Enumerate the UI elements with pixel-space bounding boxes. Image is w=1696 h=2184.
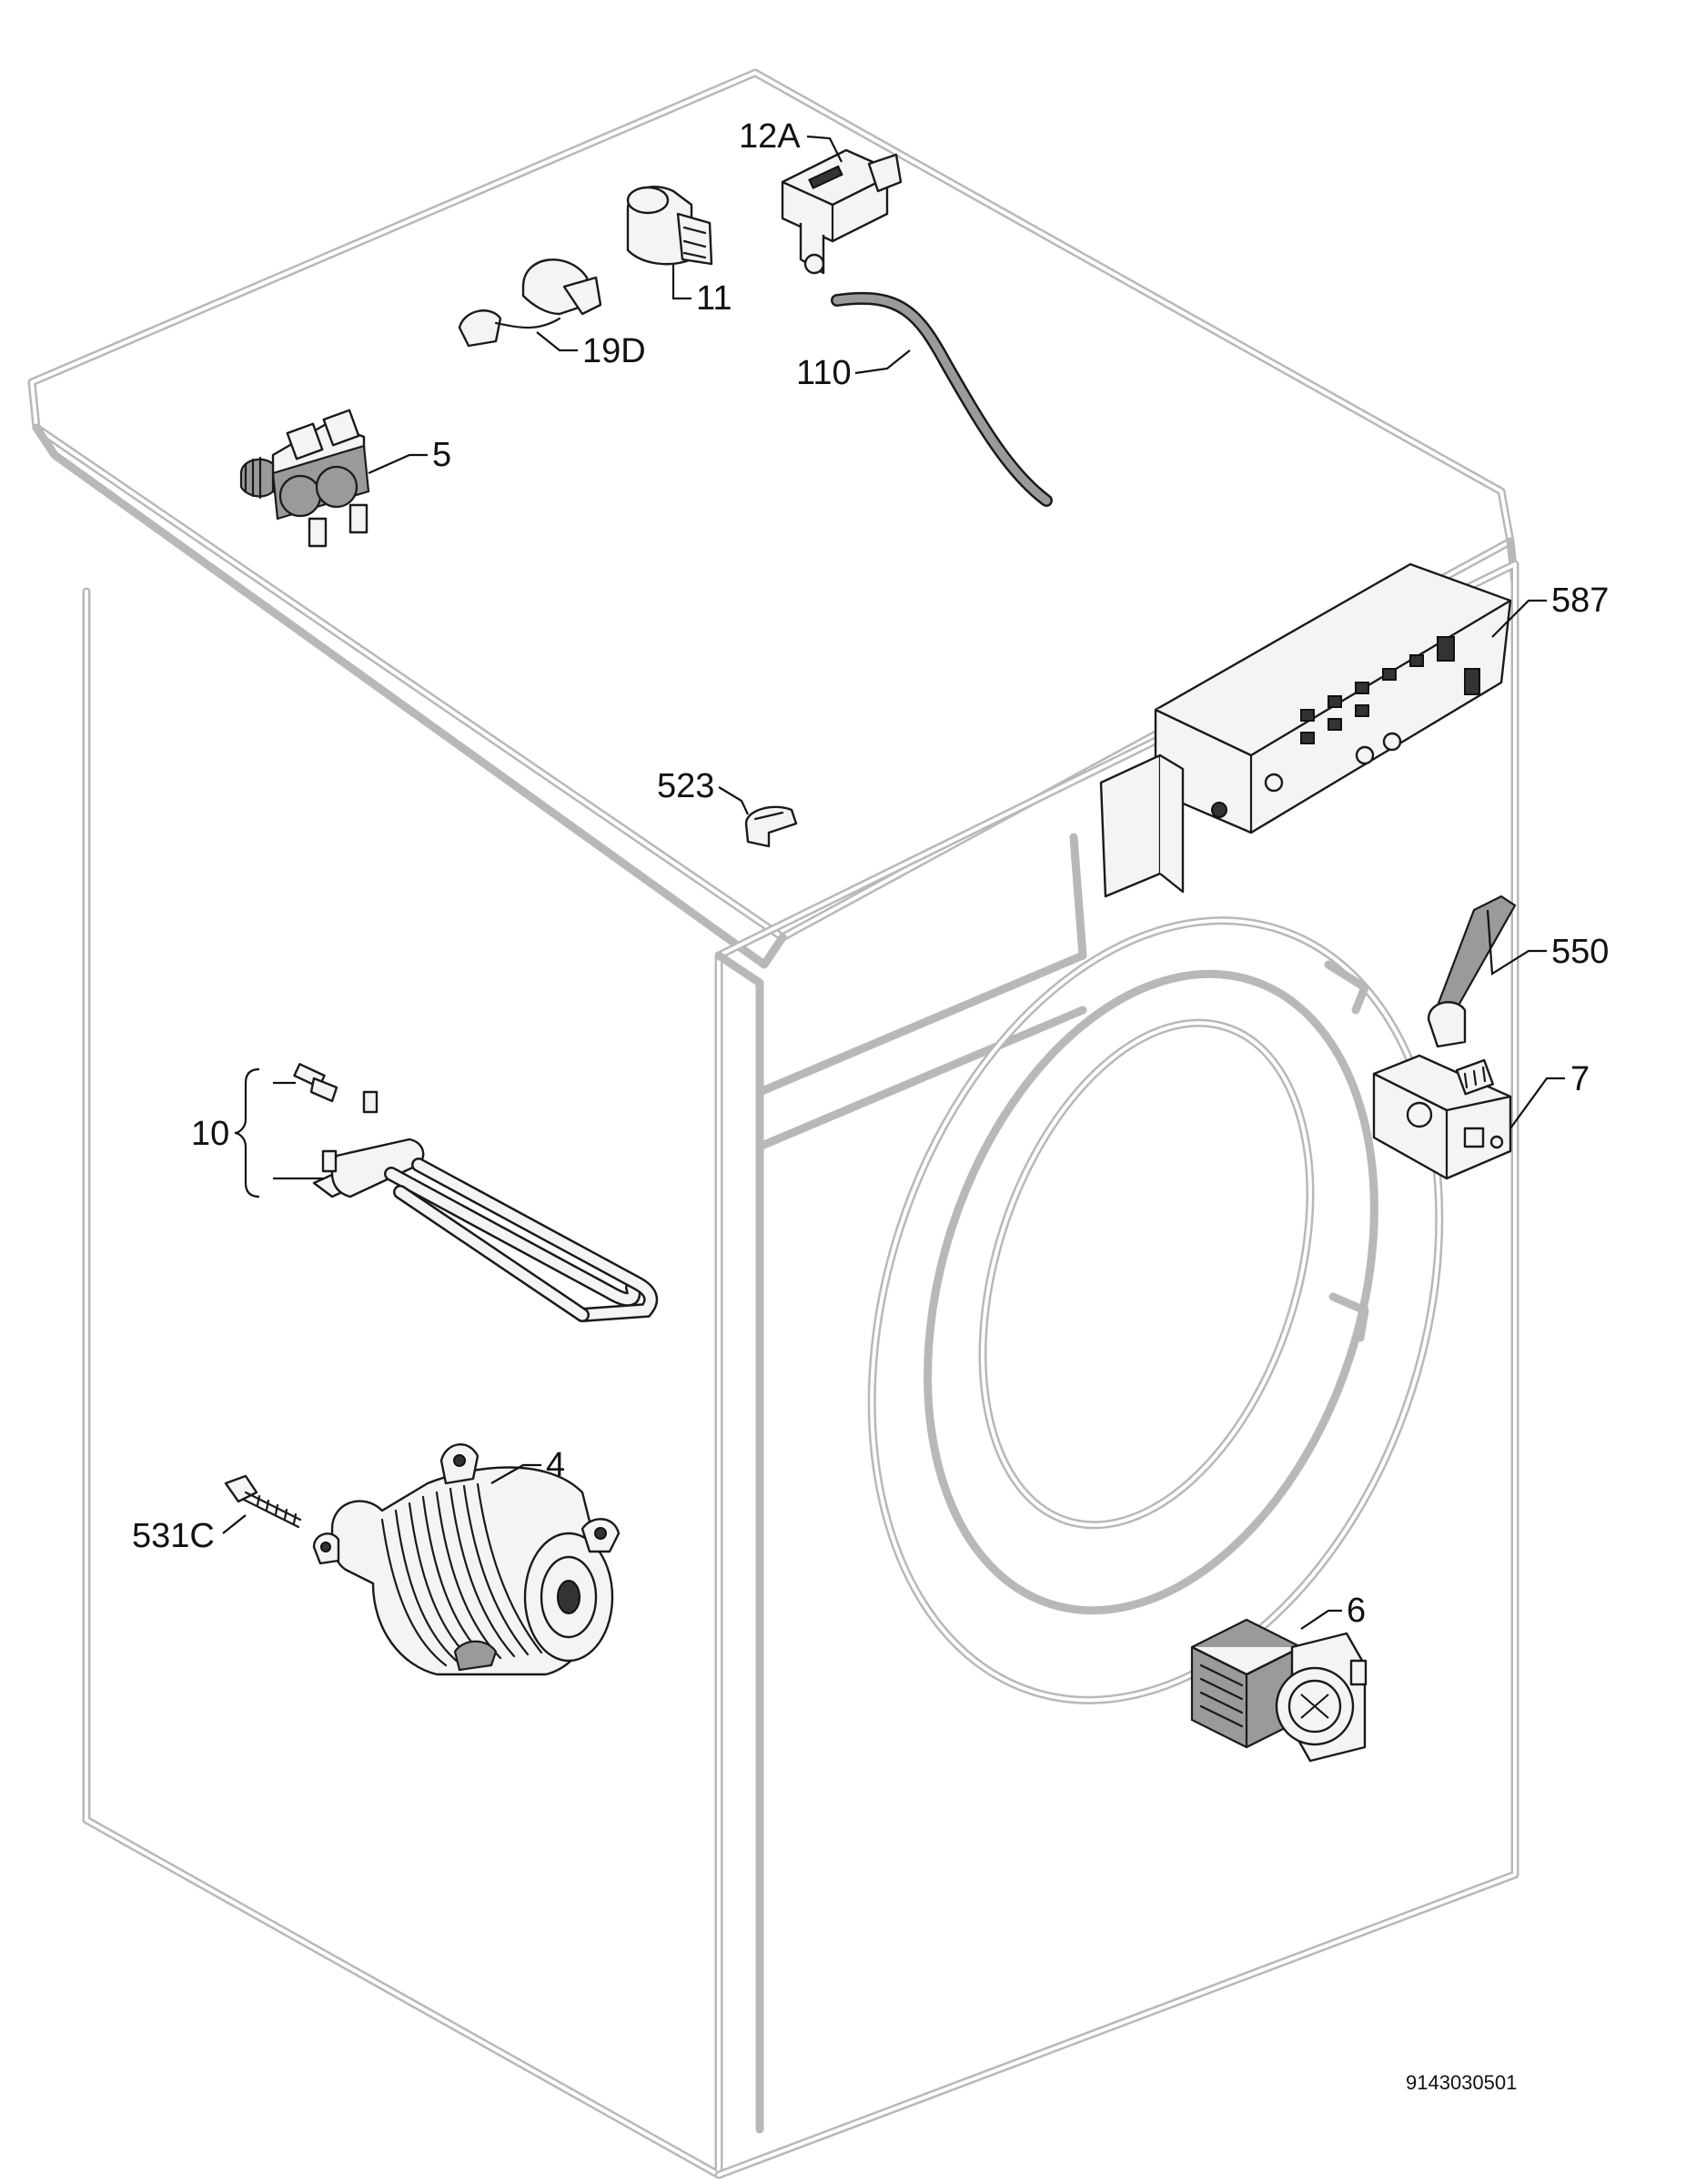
heating-element-10 [293,1063,659,1322]
motor-4 [312,1443,621,1676]
lever-550 [1427,895,1517,1048]
brace-10 [234,1067,260,1198]
leader-531C [222,1514,247,1534]
drain-pump-6 [1190,1618,1368,1763]
callout-11: 11 [696,279,732,318]
callout-19D: 19D [582,332,646,370]
callout-587: 587 [1551,581,1609,620]
callout-531C: 531C [132,1517,215,1555]
document-number: 9143030501 [1406,2071,1517,2094]
washing-machine-cabinet [27,68,1519,2179]
cable-bushing-19D [458,258,602,348]
callout-5: 5 [432,436,451,474]
callout-523: 523 [657,767,714,805]
callout-4: 4 [546,1446,565,1484]
capacitor-11 [626,185,713,266]
leader-110 [854,349,911,375]
callout-110: 110 [796,354,852,392]
motor-windings [380,1482,543,1667]
leader-6 [1300,1609,1342,1630]
callout-labels: 12A 11 19D 110 5 587 523 550 7 10 4 531C… [132,117,1609,2094]
pressure-switch-12A [781,148,903,275]
clip-523 [744,805,798,848]
module-components [1211,636,1480,818]
door-lock-7 [1372,1054,1512,1180]
leader-550 [1486,909,1547,976]
control-module-587 [1099,562,1512,898]
screw-531C [224,1474,302,1529]
inlet-valve-5 [239,409,370,548]
leader-4 [490,1463,541,1484]
callout-6: 6 [1347,1592,1366,1630]
pump-grille [1199,1663,1244,1728]
callout-12A: 12A [739,117,801,156]
leader-lines [222,135,1565,1630]
leader-5 [368,453,428,475]
leader-11 [671,264,692,300]
callout-550: 550 [1551,933,1609,971]
leader-523 [718,786,749,815]
hose-110 [831,291,1053,507]
leader-7 [1509,1077,1565,1129]
leader-19D [536,331,578,352]
leader-587 [1491,599,1547,638]
callout-10: 10 [191,1115,229,1153]
leader-12A [806,135,843,163]
callout-7: 7 [1570,1060,1590,1098]
